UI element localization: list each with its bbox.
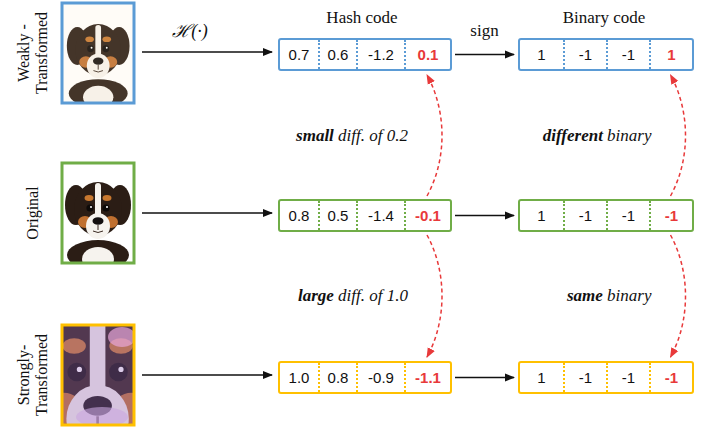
dog-photo [4, 255, 191, 432]
hash-code-box: 1.00.8-0.9-1.1 [278, 361, 452, 394]
code-value: -0.1 [404, 201, 450, 230]
sign-arrow [455, 215, 514, 217]
label-rest: diff. of 0.2 [334, 126, 408, 145]
code-value: 1.0 [280, 363, 318, 392]
code-value: -1 [563, 363, 606, 392]
code-value: -1 [563, 40, 606, 69]
image-frame [62, 3, 134, 103]
code-value: -1 [606, 201, 649, 230]
dog-photo [62, 3, 134, 109]
dog-photo [62, 163, 134, 271]
code-value: -1.4 [356, 201, 404, 230]
code-value: -1 [606, 363, 649, 392]
edge-label: small diff. of 0.2 [293, 126, 411, 146]
code-value: 0.1 [404, 40, 450, 69]
emphasis-word: same [567, 286, 603, 305]
sign-arrow [455, 377, 514, 379]
code-value: 1 [649, 40, 692, 69]
row-label: Strongly- Transformed [15, 325, 50, 425]
code-value: 0.8 [318, 363, 356, 392]
code-value: -1.1 [404, 363, 450, 392]
hash-code-box: 0.80.5-1.4-0.1 [278, 199, 452, 232]
edge-label: sign [467, 21, 501, 41]
column-header: Binary code [563, 9, 646, 28]
edge-label: same binary [564, 286, 655, 306]
image-frame [62, 325, 134, 425]
column-header: Hash code [326, 9, 397, 28]
encode-arrow [142, 212, 272, 214]
binary-code-box: 1-1-1-1 [518, 361, 694, 394]
code-value: 0.7 [280, 40, 318, 69]
sign-arrow [455, 54, 514, 56]
label-rest: diff. of 1.0 [334, 286, 408, 305]
diff-arrow [671, 75, 686, 196]
code-value: 0.5 [318, 201, 356, 230]
emphasis-word: large [298, 286, 334, 305]
row-label: Original [24, 163, 42, 263]
code-value: 0.6 [318, 40, 356, 69]
code-value: 0.8 [280, 201, 318, 230]
code-value: 1 [520, 363, 563, 392]
code-value: -1.2 [356, 40, 404, 69]
diff-arrow [427, 75, 442, 196]
code-value: -1 [606, 40, 649, 69]
code-value: -1 [649, 201, 692, 230]
diff-arrow [427, 235, 442, 357]
encode-arrow [142, 51, 272, 53]
emphasis-word: different [543, 126, 603, 145]
label-rest: binary [603, 126, 652, 145]
function-symbol: ℋ(·) [172, 22, 208, 42]
diff-arrow [671, 235, 686, 357]
encode-arrow [142, 374, 272, 376]
code-value: -1 [563, 201, 606, 230]
edge-label: different binary [540, 126, 655, 146]
label-rest: binary [603, 286, 652, 305]
binary-code-box: 1-1-1-1 [518, 199, 694, 232]
row-label: Weakly - Transformed [15, 3, 50, 103]
binary-code-box: 1-1-11 [518, 38, 694, 71]
code-value: 1 [520, 201, 563, 230]
code-value: -1 [649, 363, 692, 392]
code-value: -0.9 [356, 363, 404, 392]
edge-label: large diff. of 1.0 [295, 286, 411, 306]
hash-code-box: 0.70.6-1.20.1 [278, 38, 452, 71]
code-value: 1 [520, 40, 563, 69]
image-frame [62, 163, 134, 263]
emphasis-word: small [296, 126, 334, 145]
